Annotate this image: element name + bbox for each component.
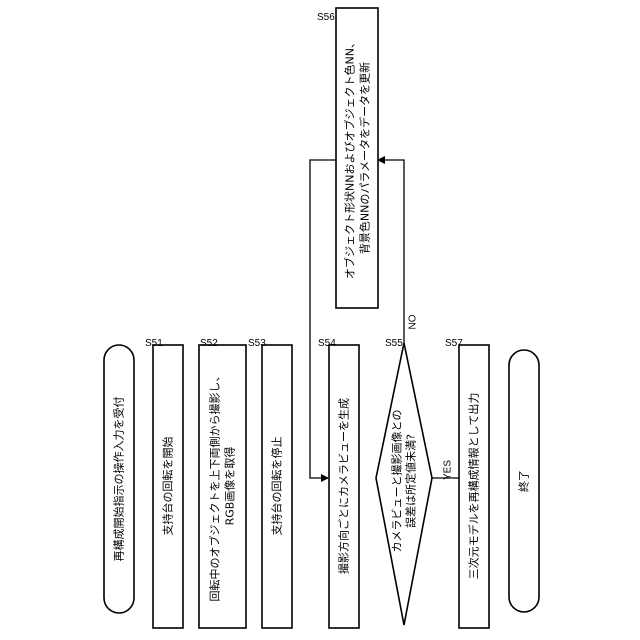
step-s51-id: S51 <box>145 338 163 349</box>
step-s53-text: 支持台の回転を停止 <box>270 437 284 536</box>
step-s57-text: 三次元モデルを再構成情報として出力 <box>467 393 481 580</box>
step-s51: 支持台の回転を開始 S51 <box>145 338 183 628</box>
step-s52-line2: RGB画像を取得 <box>224 447 237 526</box>
step-s53-id: S53 <box>248 338 266 349</box>
step-s57-id: S57 <box>445 338 463 349</box>
decision-s55-line1: カメラビューと撮影画像との <box>390 410 404 553</box>
branch-yes-label: YES <box>443 460 454 480</box>
step-s54-id: S54 <box>318 338 336 349</box>
end-terminal: 終了 <box>509 350 539 612</box>
step-s53: 支持台の回転を停止 S53 <box>248 338 292 628</box>
step-s52-line1: 回転中のオブジェクトを上下両側から撮影し、 <box>208 371 222 602</box>
step-s54: 撮影方向ごとにカメラビューを生成 S54 <box>318 338 359 628</box>
decision-s55-line2: 誤差は所定値未満? <box>404 434 418 528</box>
step-s52-id: S52 <box>200 338 218 349</box>
step-s56-id: S56 <box>317 12 335 23</box>
step-s56-line1: オブジェクト形状NNおよびオブジェクト色NN、 <box>343 37 357 279</box>
decision-s55: カメラビューと撮影画像との 誤差は所定値未満? S55 <box>376 338 432 625</box>
start-text: 再構成開始指示の操作入力を受付 <box>112 397 126 562</box>
step-s52: 回転中のオブジェクトを上下両側から撮影し、 RGB画像を取得 S52 <box>199 338 246 628</box>
branch-no-label: NO <box>408 314 419 329</box>
step-s57: 三次元モデルを再構成情報として出力 S57 <box>445 338 489 628</box>
start-terminal: 再構成開始指示の操作入力を受付 <box>104 345 134 613</box>
decision-s55-id: S55 <box>385 338 403 349</box>
step-s56: オブジェクト形状NNおよびオブジェクト色NN、 背景色NNのパラメータをデータを… <box>317 8 378 308</box>
step-s56-line2: 背景色NNのパラメータをデータを更新 <box>358 62 372 254</box>
step-s54-text: 撮影方向ごとにカメラビューを生成 <box>337 398 351 574</box>
end-text: 終了 <box>517 470 531 492</box>
step-s51-text: 支持台の回転を開始 <box>161 437 175 536</box>
